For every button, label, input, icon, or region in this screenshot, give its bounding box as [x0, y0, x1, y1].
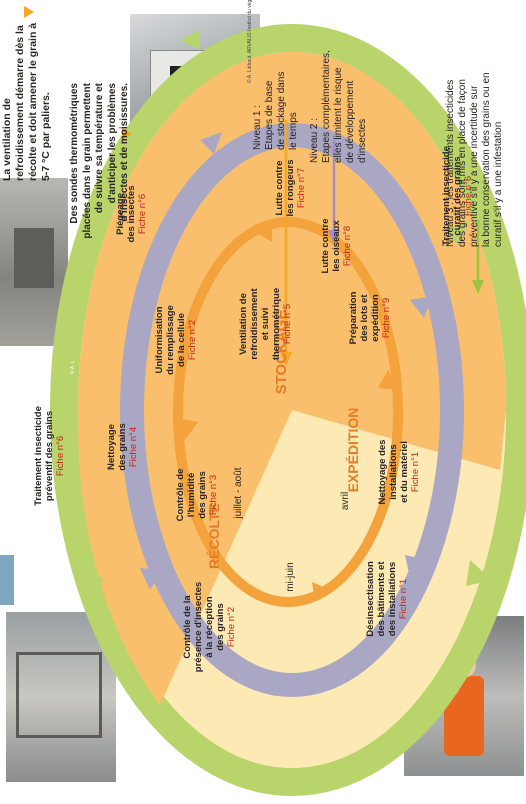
step-text: Nettoyage des installations et du matéri…: [377, 439, 410, 505]
step-text: Uniformisation du remplissage de la cell…: [154, 305, 187, 375]
photo-credit-small: © A. L.: [70, 358, 76, 374]
step-fiche: Fiche n°2: [187, 319, 198, 361]
photo-credit-top: © A. Liébaut, ARVALIS-Institut du végéta…: [247, 0, 253, 83]
inner-arrow-1: [255, 222, 272, 242]
structure-shape: [16, 652, 102, 738]
step-fiche: Fiche n°2: [226, 606, 237, 648]
level3-label: Niveau 3 : les traitements insecticides …: [445, 72, 504, 247]
outer-arrow-4: [300, 770, 320, 790]
level2-label: Niveau 2 : Etapes complémentaires, elles…: [309, 50, 368, 163]
level1-arrowhead: [280, 352, 292, 366]
step-ventilation: Ventilation de refroidissement et suivi …: [238, 272, 294, 376]
level3-arrowhead: [472, 280, 484, 294]
step-text: Désinsectisation des bâtiments et des in…: [365, 561, 398, 637]
step-fiche: Fiche n°1: [398, 578, 409, 620]
step-fiche: Fiche n°9: [381, 297, 392, 339]
step-text: Ventilation de refroidissement et suivi …: [238, 287, 282, 361]
step-fiche: Fiche n°1: [410, 451, 421, 493]
step-fiche: Fiche n°3: [208, 474, 219, 516]
ventilation-note: La ventilation de refroidissement démarr…: [1, 22, 52, 181]
middle-arrow-3: [405, 555, 426, 578]
step-traitement-preventif: Traitement insecticide préventif des gra…: [33, 381, 66, 531]
month-avril: avril: [340, 491, 351, 511]
step-controle-insectes: Contrôle de la présence d'insectes à la …: [182, 568, 248, 686]
step-fiche: Fiche n°7: [296, 167, 307, 209]
level2-arrowhead: [328, 230, 340, 244]
outer-arrow-3: [466, 560, 492, 586]
middle-arrow-2: [410, 296, 432, 318]
middle-arrow-1: [200, 132, 222, 154]
inner-ring: [173, 217, 403, 607]
step-text: Contrôle de la présence d'insectes à la …: [182, 581, 226, 673]
outer-arrow-5: [84, 575, 104, 600]
step-nettoyage-installations: Nettoyage des installations et du matéri…: [377, 421, 429, 523]
outer-ring: [50, 24, 526, 796]
step-fiche: Fiche n°4: [128, 426, 139, 468]
step-desinsectisation: Désinsectisation des bâtiments et des in…: [365, 543, 415, 655]
photo-left-edge: [0, 555, 14, 605]
step-text: Contrôle de l'humidité des grains: [175, 468, 208, 522]
hopper-shape: [14, 228, 54, 288]
step-uniformisation: Uniformisation du remplissage de la cell…: [154, 286, 202, 394]
inner-arrow-3: [312, 582, 330, 602]
step-text: Lutte contre les rongeurs: [274, 159, 296, 217]
month-juillet-aout: juillet - août: [233, 467, 244, 519]
outer-arrow-2: [445, 220, 470, 245]
inner-arrow-4: [176, 418, 198, 440]
step-fiche: Fiche n°5: [282, 303, 293, 345]
outer-arrow-1: [180, 30, 200, 50]
inner-arrow-2: [378, 370, 400, 390]
note-pointer-1: [24, 6, 34, 18]
step-fiche: Fiche n°6: [55, 435, 66, 477]
note-pointer-2: [122, 128, 132, 140]
middle-ring: [120, 123, 464, 697]
photo-silo-hopper: [0, 178, 68, 346]
middle-arrow-4: [140, 568, 162, 590]
step-text: Lutte contre les oiseaux: [320, 218, 342, 274]
sondes-note: Des sondes thermométriques placées dans …: [69, 83, 130, 239]
step-text: Traitement insecticide préventif des gra…: [33, 406, 55, 506]
step-text: Préparation des lots et expédition: [348, 291, 381, 345]
level1-label: Niveau 1 : Etapes de base de stockage da…: [252, 71, 299, 150]
month-mi-juin: mi-juin: [285, 562, 296, 592]
step-text: Nettoyage des grains: [106, 423, 128, 471]
